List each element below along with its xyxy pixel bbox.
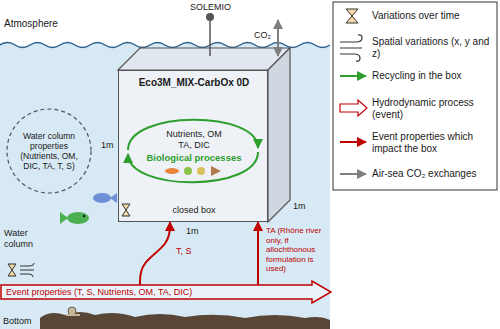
model-box: Eco3M_MIX-CarbOx 0D Nutrients, OM TA, DIC… — [118, 70, 268, 222]
phytoplankton-icon — [184, 167, 192, 175]
process-name: Biological processes — [122, 152, 266, 163]
legend-wind — [340, 35, 362, 61]
green-fish-tail — [60, 212, 68, 224]
layer-name: Atmosphere — [4, 18, 58, 30]
legend-text: Spatial variations (x, y and z) — [372, 36, 494, 60]
co2-exchange-arrow — [277, 20, 279, 56]
hourglass-icon — [8, 264, 16, 276]
box-note: closed box — [122, 205, 266, 216]
water — [0, 43, 330, 329]
circle-outline — [7, 109, 91, 193]
legend-text: Variations over time — [372, 10, 494, 22]
blue-fish — [93, 193, 111, 203]
legend-panel — [333, 2, 497, 190]
dimension: 1m — [186, 226, 199, 237]
legend-text: Event properties which impact the box — [372, 131, 494, 155]
dimension: 1m — [101, 140, 114, 151]
snail-body — [66, 314, 80, 316]
buoy-pin-head — [206, 13, 214, 21]
wind-icon — [20, 263, 34, 277]
bacteria-icon — [197, 167, 205, 175]
legend-hollow-arrow — [340, 100, 367, 116]
buoy-pin — [209, 21, 211, 56]
box-title: Eco3M_MIX-CarbOx 0D — [122, 77, 266, 89]
layer-name: Bottom — [3, 316, 32, 327]
legend-text: Hydrodynamic process (event) — [372, 97, 494, 121]
flux-arrow — [140, 222, 170, 285]
recycling-arrow — [128, 120, 258, 150]
fish-eye — [83, 215, 85, 217]
legend-hourglass — [346, 9, 358, 23]
layer-name: Water column — [4, 228, 44, 250]
station-name: SOLEMIO — [190, 2, 230, 13]
properties-text: Water column properties (Nutrients, OM, … — [16, 131, 82, 171]
green-fish — [67, 212, 89, 224]
hourglass-icon — [122, 204, 130, 216]
box-content: Nutrients, OM TA, DIC — [160, 129, 228, 151]
dimension: 1m — [293, 201, 306, 212]
snail-shell — [68, 307, 76, 315]
cube-front-face — [118, 70, 268, 222]
flux-label: TA (Rhône river only, if allochthonous f… — [266, 226, 328, 274]
sediment — [40, 312, 330, 329]
blue-fish-tail — [110, 193, 117, 203]
properties-circle: Water column properties (Nutrients, OM, … — [6, 108, 92, 194]
detritus-icon — [211, 166, 221, 176]
flux-arrow — [257, 222, 259, 285]
flux-label: T, S — [176, 246, 192, 257]
gas-label: CO₂ — [254, 30, 271, 41]
legend-grey-arrow — [340, 173, 366, 175]
legend-green-arrow — [340, 75, 366, 77]
zooplankton-icon — [165, 168, 179, 174]
legend-red-arrow — [340, 141, 366, 143]
legend-text: Recycling in the box — [372, 70, 494, 82]
event-text: Event properties (T, S, Nutrients, OM, T… — [6, 286, 328, 298]
cube-side-face — [268, 48, 290, 222]
event-arrow: Event properties (T, S, Nutrients, OM, T… — [0, 280, 332, 304]
arrow-outline — [1, 281, 331, 303]
cube-top-face — [118, 48, 290, 70]
legend-text: Air-sea CO₂ exchanges — [372, 168, 494, 180]
sea-surface — [0, 43, 330, 48]
